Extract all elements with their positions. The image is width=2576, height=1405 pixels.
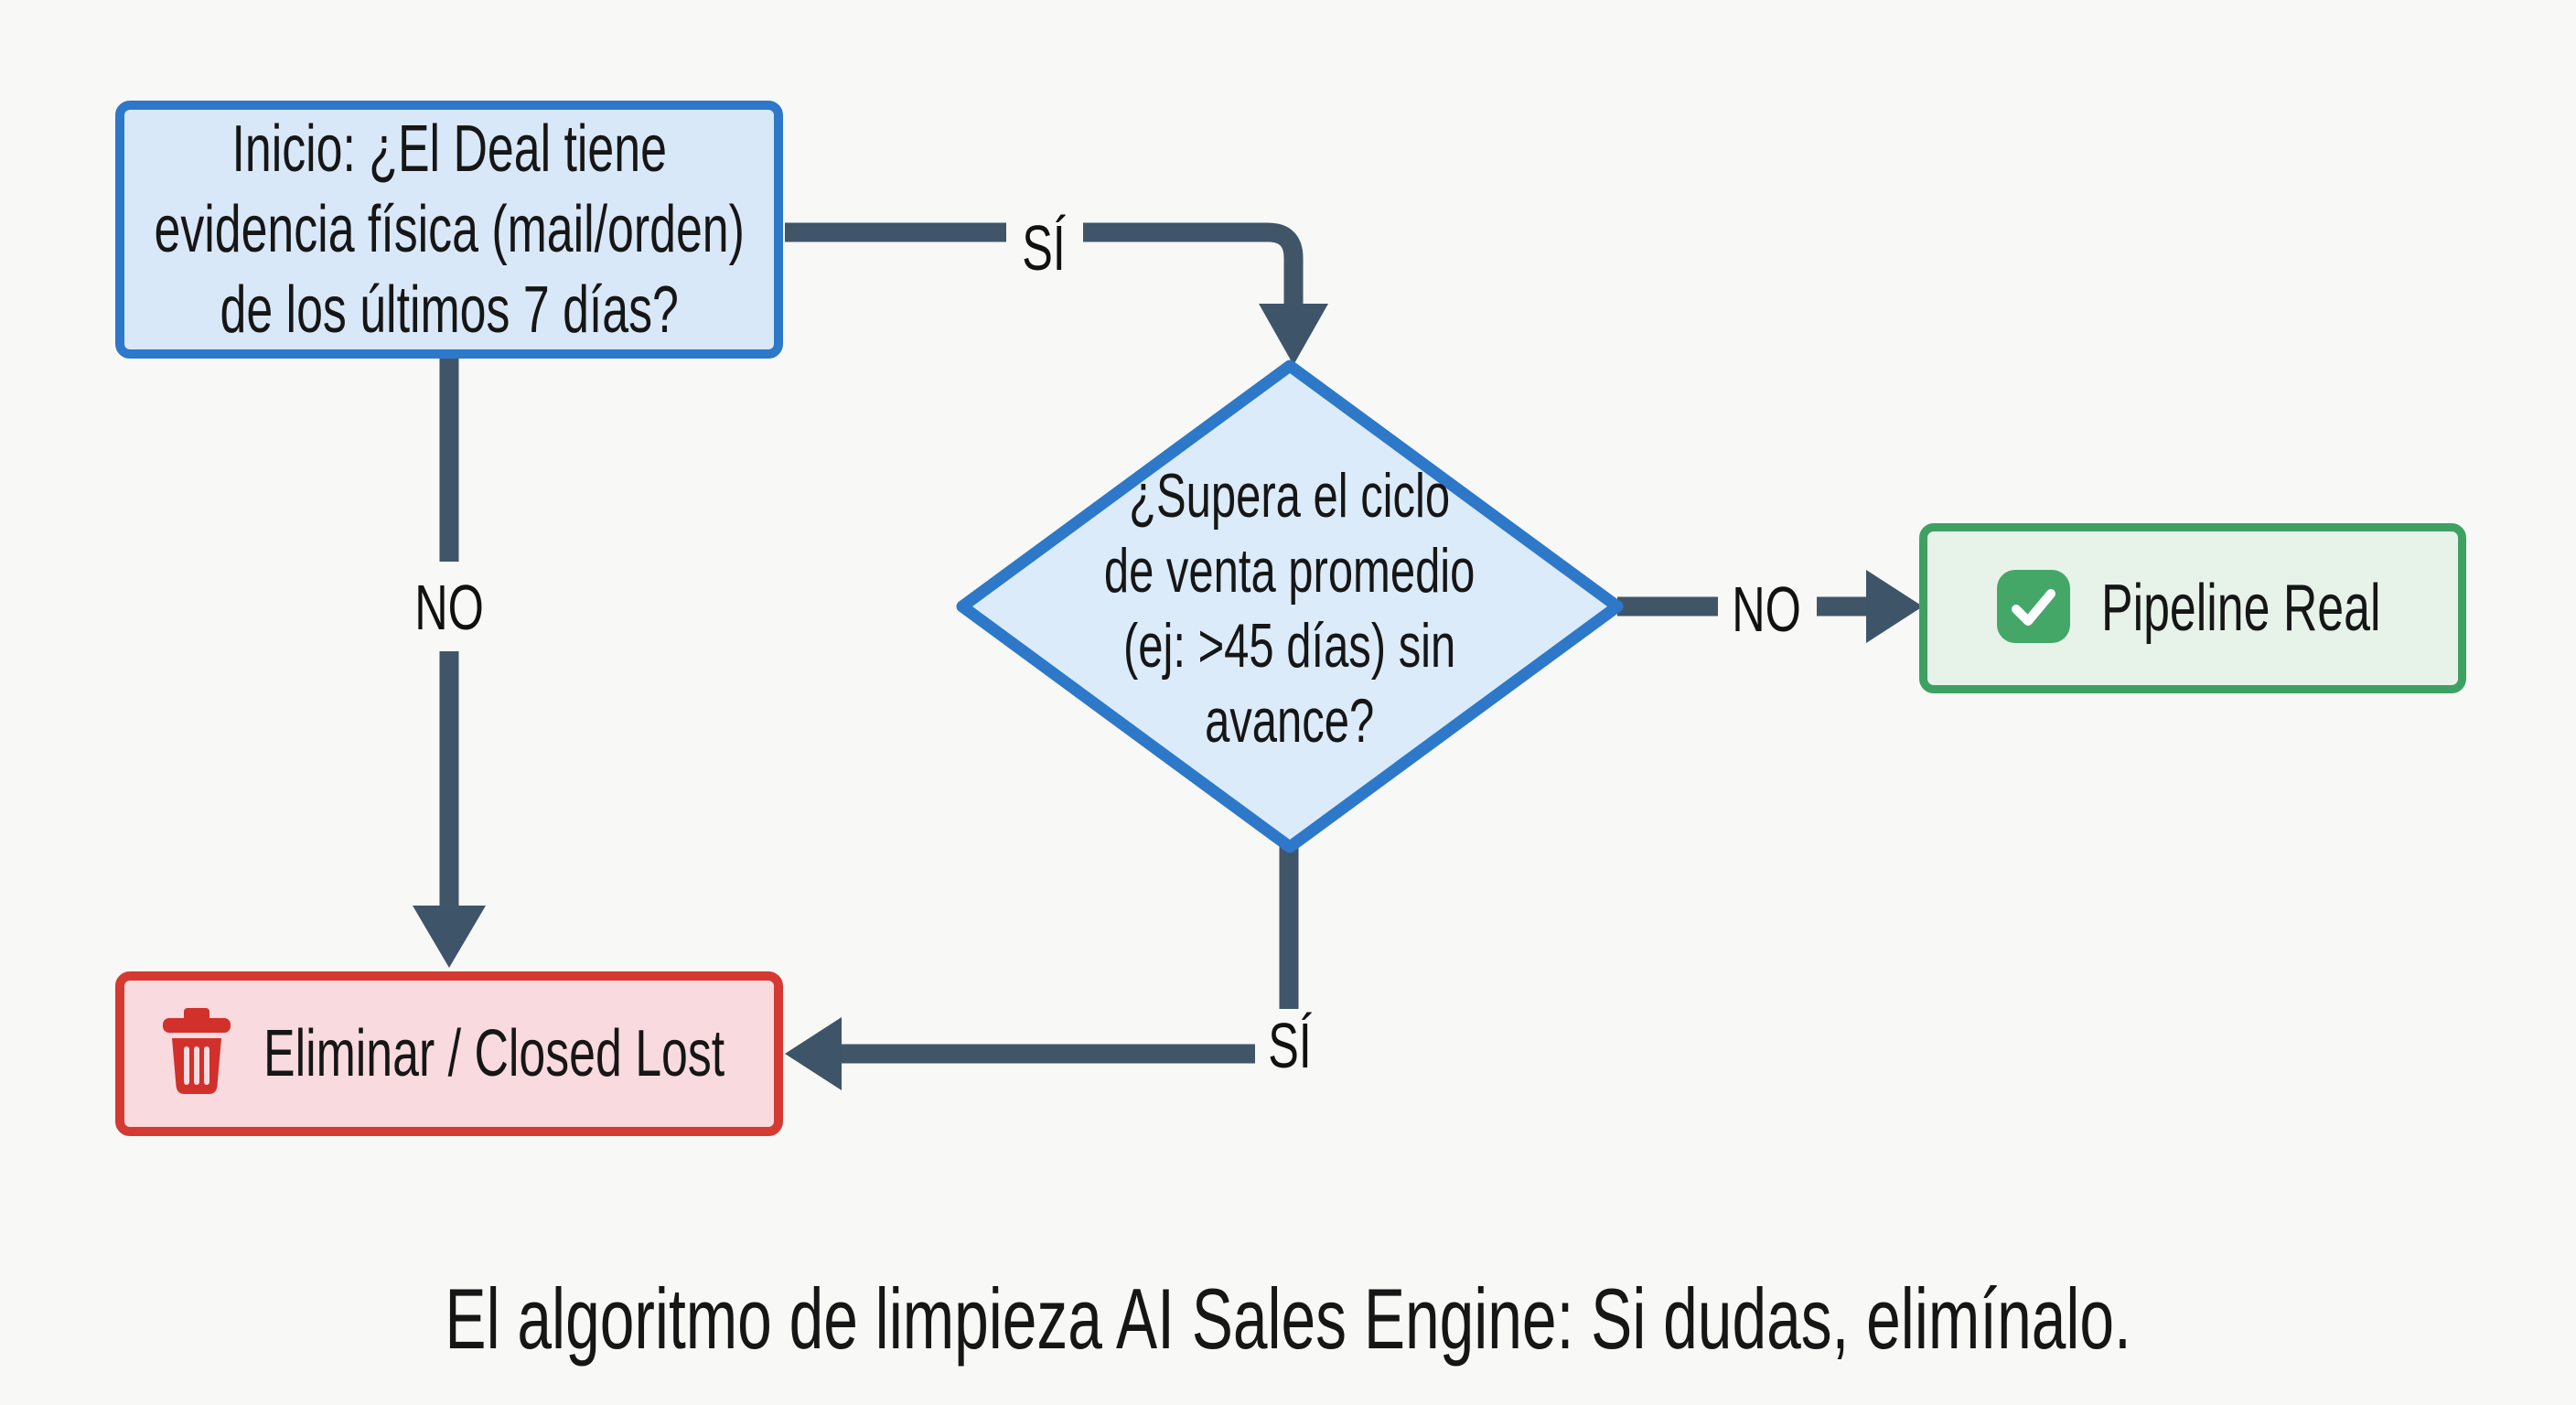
- edge-label-si-top: SÍ: [1022, 212, 1066, 284]
- arrow-start-to-delete-arrowhead: [413, 906, 486, 968]
- arrow-decision-to-delete-arrowhead: [785, 1017, 842, 1090]
- diagram-caption: El algoritmo de limpieza AI Sales Engine…: [0, 1267, 2576, 1371]
- edge-label-si-bottom: SÍ: [1268, 1010, 1312, 1081]
- outcome-delete-label: Eliminar / Closed Lost: [263, 1017, 725, 1090]
- arrow-start-to-decision-segment-2: [1083, 222, 1304, 306]
- start-node-text: Inicio: ¿El Deal tiene evidencia física …: [154, 113, 745, 347]
- arrow-start-to-decision-arrowhead: [1259, 304, 1328, 365]
- outcome-pipeline-real-label: Pipeline Real: [2101, 572, 2381, 645]
- decision-node: ¿Supera el ciclo de venta promedio (ej: …: [988, 430, 1592, 787]
- decision-node-text: ¿Supera el ciclo de venta promedio (ej: …: [1104, 461, 1476, 756]
- decision-diamond-shape: [956, 359, 1624, 853]
- trash-icon: [163, 1007, 231, 1100]
- edge-label-no-right: NO: [1732, 574, 1801, 645]
- outcome-pipeline-real-node: Pipeline Real: [1919, 523, 2466, 693]
- edge-label-no-left: NO: [414, 572, 484, 643]
- arrow-decision-to-real-arrowhead: [1866, 570, 1923, 643]
- outcome-delete-node: Eliminar / Closed Lost: [115, 971, 783, 1136]
- diagram-caption-text: El algoritmo de limpieza AI Sales Engine…: [445, 1271, 2131, 1367]
- start-node: Inicio: ¿El Deal tiene evidencia física …: [115, 101, 783, 359]
- check-icon: [1997, 569, 2070, 648]
